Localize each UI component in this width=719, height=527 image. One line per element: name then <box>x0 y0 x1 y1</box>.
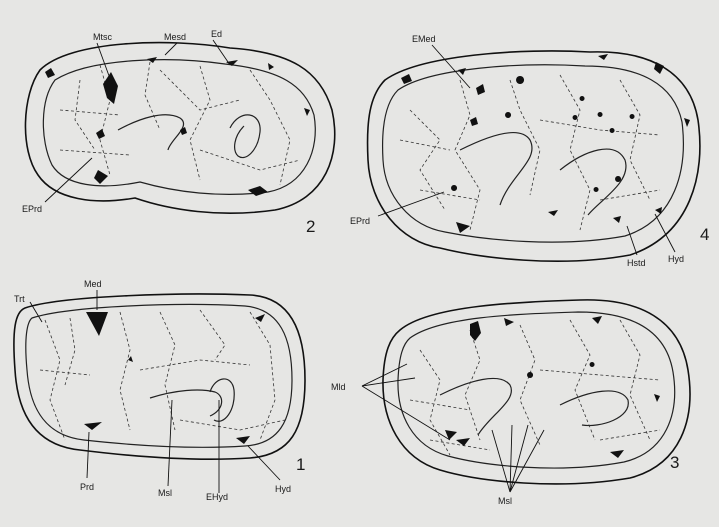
label-msl: Msl <box>158 488 172 498</box>
tooth-3-fold-b <box>560 391 628 426</box>
label-emed: EMed <box>412 34 436 44</box>
tooth-4-enamel <box>383 65 684 242</box>
label-ehyd: EHyd <box>206 492 228 502</box>
tooth-1-ridges <box>40 310 285 440</box>
label-eprd: EPrd <box>350 216 370 226</box>
label-mld: Mld <box>331 382 346 392</box>
tooth-2-enamel <box>43 60 315 195</box>
label-hyd: Hyd <box>275 484 291 494</box>
specimen-number: 1 <box>296 455 305 474</box>
tooth-1: Trt Med Prd Msl EHyd Hyd 1 <box>14 279 306 502</box>
tooth-2-hook <box>230 115 260 158</box>
tooth-4-outline <box>368 51 700 261</box>
specimen-number: 3 <box>670 453 679 472</box>
label-trt: Trt <box>14 294 25 304</box>
label-msl: Msl <box>498 496 512 506</box>
tooth-2-ridges <box>60 62 300 185</box>
label-prd: Prd <box>80 482 94 492</box>
tooth-2: Mtsc Mesd Ed EPrd 2 <box>22 29 335 236</box>
tooth-2-fold <box>118 115 184 150</box>
specimen-number: 2 <box>306 217 315 236</box>
tooth-1-enamel <box>26 305 292 448</box>
label-hstd: Hstd <box>627 258 646 268</box>
tooth-4: EMed EPrd Hstd Hyd 4 <box>350 34 709 268</box>
tooth-1-fold <box>150 390 222 416</box>
label-mesd: Mesd <box>164 32 186 42</box>
label-ed: Ed <box>211 29 222 39</box>
label-eprd: EPrd <box>22 204 42 214</box>
tooth-4-fold-a <box>460 133 532 205</box>
tooth-4-fold-b <box>560 149 626 215</box>
label-med: Med <box>84 279 102 289</box>
label-hyd: Hyd <box>668 254 684 264</box>
specimen-number: 4 <box>700 225 709 244</box>
tooth-2-outline <box>25 43 334 214</box>
tooth-3: Mld Msl 3 <box>331 300 690 506</box>
tooth-4-ridges <box>400 75 660 230</box>
label-mtsc: Mtsc <box>93 32 112 42</box>
